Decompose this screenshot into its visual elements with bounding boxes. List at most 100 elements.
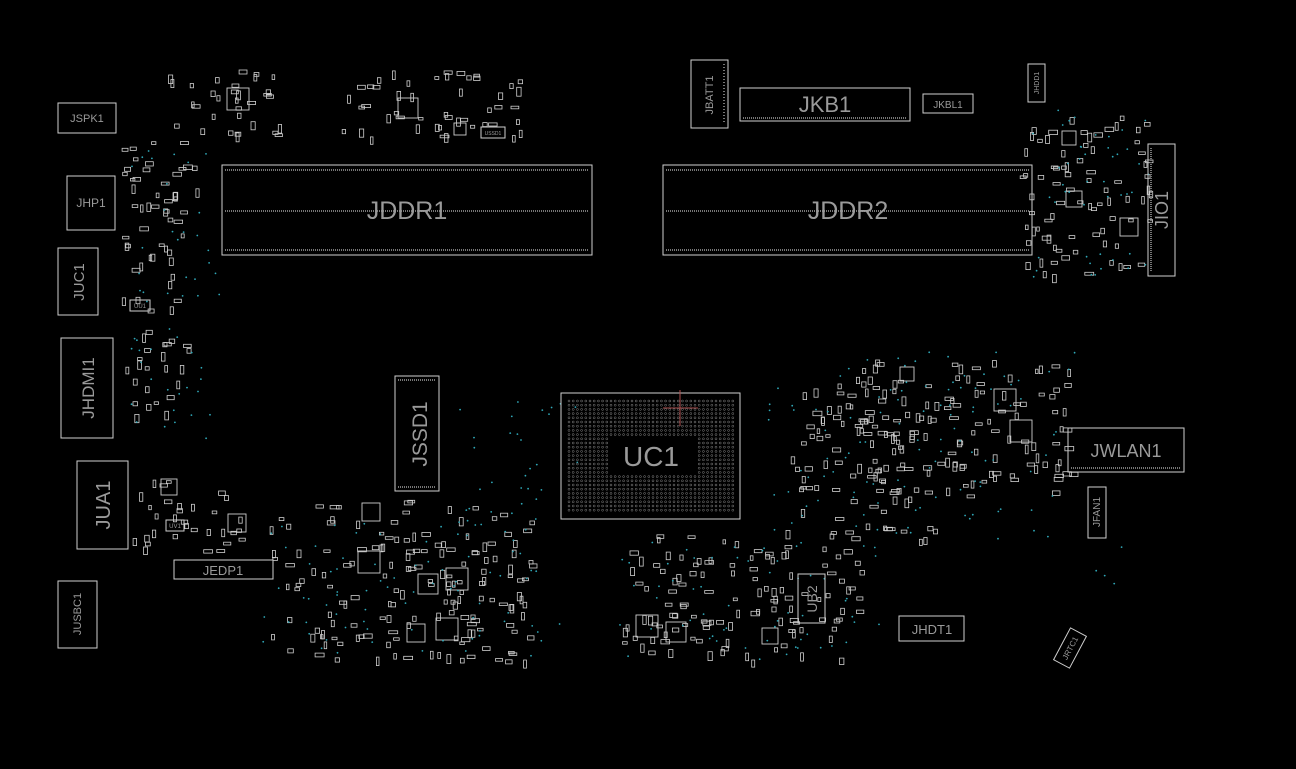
bga-ball	[588, 429, 592, 432]
via	[284, 546, 287, 549]
passive-component	[235, 132, 240, 143]
bga-ball	[597, 496, 600, 499]
passive-component	[1114, 243, 1120, 249]
bga-ball	[567, 483, 571, 487]
ic-package	[361, 502, 381, 522]
via	[979, 485, 982, 488]
bga-ball	[681, 429, 684, 432]
bga-ball	[605, 441, 609, 445]
via	[1089, 262, 1091, 265]
passive-component	[523, 528, 533, 534]
bga-ball	[727, 437, 730, 441]
via	[365, 589, 368, 592]
bga-ball	[731, 424, 735, 428]
chip-uu1[interactable]: UU1	[129, 299, 151, 312]
connector-jusbc1[interactable]: JUSBC1	[57, 580, 98, 649]
via	[163, 209, 166, 211]
bga-ball	[651, 487, 655, 491]
bga-ball	[571, 496, 575, 499]
bga-ball	[588, 466, 592, 470]
bga-ball	[727, 487, 730, 491]
passive-component	[1087, 132, 1093, 143]
via	[826, 457, 829, 460]
connector-jbatt1[interactable]: JBATT1	[690, 59, 729, 129]
connector-jssd1[interactable]: JSSD1	[394, 375, 440, 492]
bga-ball	[668, 496, 672, 499]
passive-component	[856, 376, 861, 384]
passive-component	[487, 107, 492, 113]
bga-ball	[706, 508, 709, 512]
connector-jwlan1[interactable]: JWLAN1	[1067, 427, 1185, 473]
bga-ball	[676, 504, 680, 508]
bga-ball	[710, 496, 714, 499]
chip-uc1[interactable]: UC1	[560, 390, 741, 520]
connector-jua1[interactable]: JUA1	[76, 460, 129, 550]
connector-jfan1[interactable]: JFAN1	[1087, 486, 1107, 539]
label-jhdt1: JHDT1	[912, 622, 952, 637]
connector-jhdt1[interactable]: JHDT1	[898, 615, 965, 642]
connector-jkbl1[interactable]: JKBL1	[922, 93, 974, 114]
passive-component	[800, 652, 804, 662]
via	[974, 387, 977, 389]
passive-component	[827, 571, 837, 576]
bga-ball	[693, 429, 697, 432]
bga-ball	[580, 500, 583, 504]
bga-ball	[702, 441, 705, 445]
via	[968, 517, 971, 520]
connector-juc1[interactable]: JUC1	[57, 247, 99, 316]
bga-ball	[668, 412, 672, 415]
bga-ball	[710, 429, 714, 432]
bga-ball	[584, 487, 588, 491]
bga-ball	[702, 496, 705, 499]
connector-jddr2[interactable]: JDDR2	[662, 164, 1033, 256]
chip-uv1[interactable]: UV1	[165, 519, 185, 532]
connector-jspk1[interactable]: JSPK1	[57, 102, 117, 134]
connector-jhp1[interactable]: JHP1	[66, 175, 116, 231]
bga-ball	[613, 424, 617, 428]
bga-ball	[567, 479, 571, 483]
bga-ball	[706, 462, 709, 466]
via	[997, 537, 999, 540]
connector-jddr1[interactable]: JDDR1	[221, 164, 593, 256]
connector-jhdd1[interactable]: JHDD1	[1027, 63, 1046, 103]
bga-ball	[672, 420, 676, 424]
via	[832, 471, 835, 473]
passive-component	[823, 460, 828, 469]
via	[826, 410, 829, 413]
passive-component	[841, 420, 845, 427]
via	[174, 421, 176, 424]
passive-component	[716, 620, 724, 625]
via	[1144, 263, 1147, 266]
bga-ball	[597, 487, 600, 491]
passive-component	[757, 588, 762, 598]
passive-component	[1068, 235, 1076, 239]
passive-component	[1020, 401, 1027, 407]
ic-package	[635, 614, 659, 638]
passive-component	[176, 380, 181, 390]
bga-ball	[655, 492, 659, 495]
bga-ball	[723, 492, 726, 495]
connector-jkb1[interactable]: JKB1	[739, 87, 911, 122]
via	[897, 398, 899, 401]
connector-jio1[interactable]: JIO1	[1147, 143, 1176, 277]
bga-ball	[702, 399, 705, 403]
passive-component	[707, 651, 713, 662]
bga-ball	[618, 403, 621, 407]
chip-ussd1[interactable]: USSD1	[480, 126, 506, 139]
via	[371, 641, 374, 643]
bga-ball	[601, 420, 604, 424]
chip-ub2[interactable]: UB2	[797, 573, 826, 624]
passive-component	[704, 560, 715, 565]
bga-ball	[702, 408, 705, 411]
via	[1045, 454, 1047, 456]
connector-jhdmi1[interactable]: JHDMI1	[60, 337, 114, 439]
passive-component	[253, 72, 260, 77]
passive-component	[639, 556, 644, 567]
passive-component	[427, 579, 434, 583]
label-jio1: JIO1	[1152, 191, 1172, 229]
connector-jedp1[interactable]: JEDP1	[173, 559, 274, 580]
bga-ball	[697, 403, 701, 407]
via	[1094, 274, 1097, 276]
bga-ball	[731, 403, 735, 407]
passive-component	[510, 105, 520, 110]
